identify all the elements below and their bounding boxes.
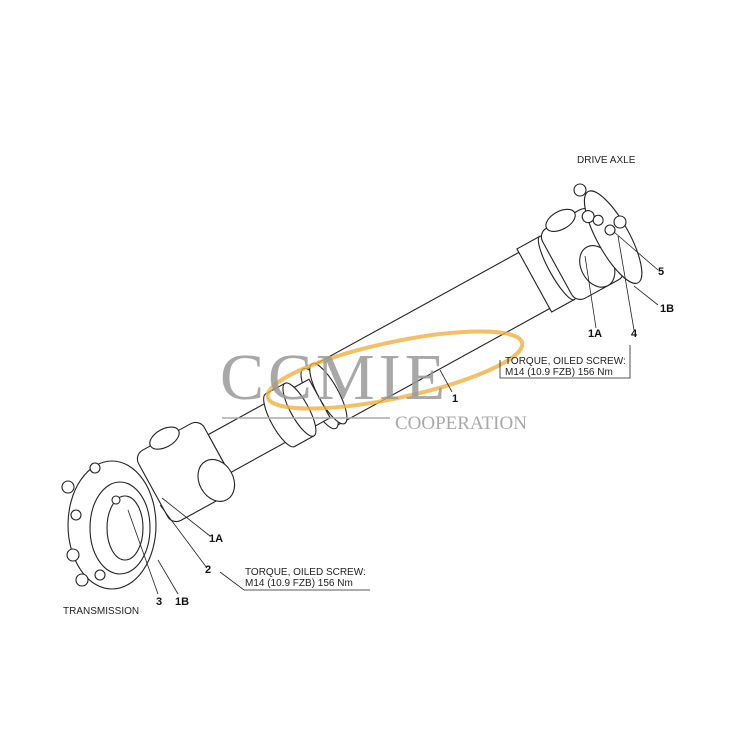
- callout-1b-bottom: 1B: [175, 596, 190, 608]
- torque-note-line1: TORQUE, OILED SCREW:: [245, 567, 366, 578]
- drive-axle-label: DRIVE AXLE: [577, 155, 636, 166]
- watermark-swoosh: [265, 329, 525, 411]
- callout-3: 3: [156, 596, 163, 608]
- callout-4: 4: [631, 328, 638, 340]
- watermark-brand: CCMIE: [220, 341, 450, 414]
- callout-1b-top: 1B: [660, 303, 675, 315]
- watermark-sub: COOPERATION: [395, 413, 527, 434]
- callout-5: 5: [658, 266, 665, 278]
- transmission-label: TRANSMISSION: [63, 606, 140, 617]
- torque-note-line2: M14 (10.9 FZB) 156 Nm: [505, 367, 613, 378]
- callout-2: 2: [205, 564, 212, 576]
- callout-1a-bottom: 1A: [209, 533, 224, 545]
- callout-1: 1: [452, 393, 459, 405]
- flange-bolts: [61, 462, 121, 587]
- callout-1a-top: 1A: [588, 328, 603, 340]
- right-flange: [583, 190, 643, 284]
- torque-note-line1: TORQUE, OILED SCREW:: [505, 356, 626, 367]
- torque-note-line2: M14 (10.9 FZB) 156 Nm: [245, 578, 353, 589]
- torque-note-bottom: TORQUE, OILED SCREW: M14 (10.9 FZB) 156 …: [245, 567, 366, 589]
- torque-note-top: TORQUE, OILED SCREW: M14 (10.9 FZB) 156 …: [505, 356, 626, 378]
